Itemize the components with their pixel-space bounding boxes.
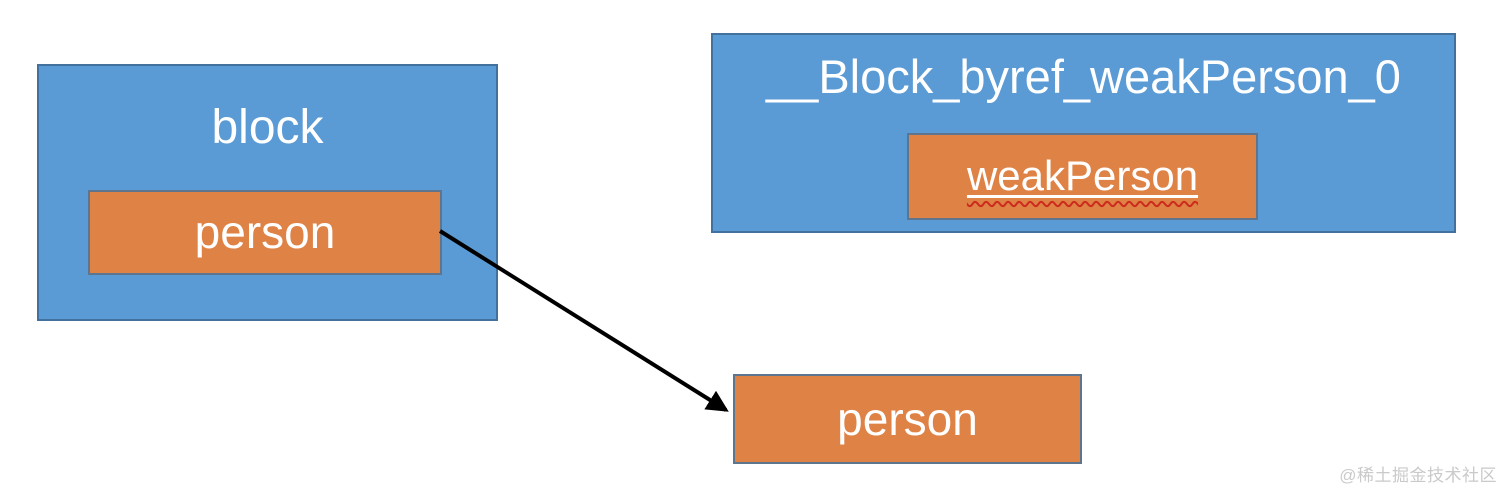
weakperson-label: weakPerson (966, 152, 1199, 200)
captured-person-node: person (88, 190, 442, 275)
watermark: @稀土掘金技术社区 (1339, 466, 1497, 485)
person-object-node: person (733, 374, 1082, 464)
byref-struct-label: __Block_byref_weakPerson_0 (766, 50, 1401, 103)
weakperson-node: weakPerson (907, 133, 1258, 220)
person-object-label: person (837, 392, 978, 445)
captured-person-label: person (194, 206, 336, 259)
block-node-label: block (211, 101, 324, 154)
weakperson-label-wrap: weakPerson (967, 153, 1198, 199)
weakperson-underline: weakPerson (967, 152, 1198, 199)
